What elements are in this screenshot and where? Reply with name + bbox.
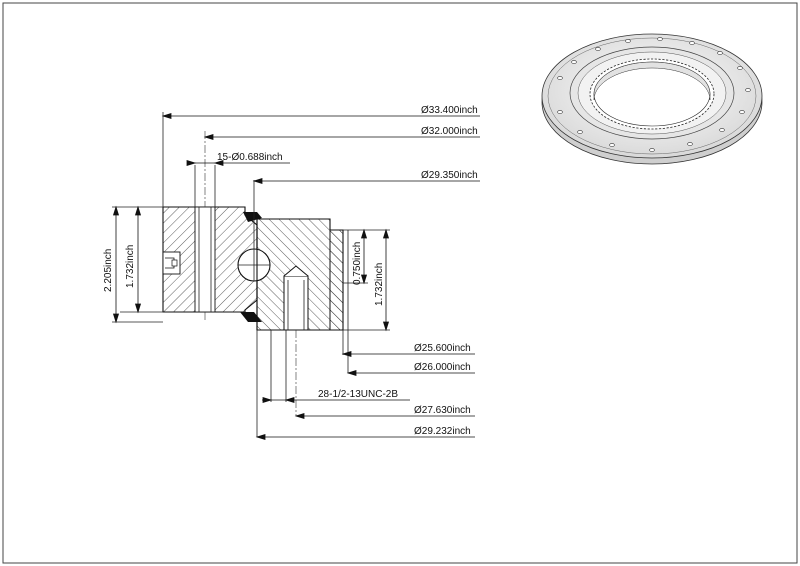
dim-mount-holes: 15-Ø0.688inch	[217, 152, 283, 163]
dim-inner-ring-height: 1.732inch	[374, 263, 385, 306]
grease-nipple	[162, 251, 181, 275]
dimension-lines	[112, 112, 480, 441]
dim-inner-ring-dia: Ø26.000inch	[414, 362, 471, 373]
bearing-3d-view	[541, 33, 763, 165]
dim-bolt-circle-outer: Ø32.000inch	[421, 126, 478, 137]
dim-tapped-holes: 28-1/2-13UNC-2B	[318, 389, 398, 400]
dim-gap-height: 0.750inch	[352, 242, 363, 285]
mount-hole-section	[194, 206, 216, 313]
dim-bolt-circle-inner: Ø27.630inch	[414, 405, 471, 416]
dim-outer-ring-height: 1.732inch	[125, 245, 136, 288]
extension-lines	[112, 112, 390, 437]
bearing-cross-section	[162, 206, 344, 331]
dim-total-height: 2.205inch	[103, 249, 114, 292]
dim-raceway-dia: Ø29.350inch	[421, 170, 478, 181]
dim-inner-dia: Ø25.600inch	[414, 343, 471, 354]
dim-outer-dia: Ø33.400inch	[421, 105, 478, 116]
seal-top	[243, 212, 262, 222]
dim-inner-ring-outer: Ø29.232inch	[414, 426, 471, 437]
